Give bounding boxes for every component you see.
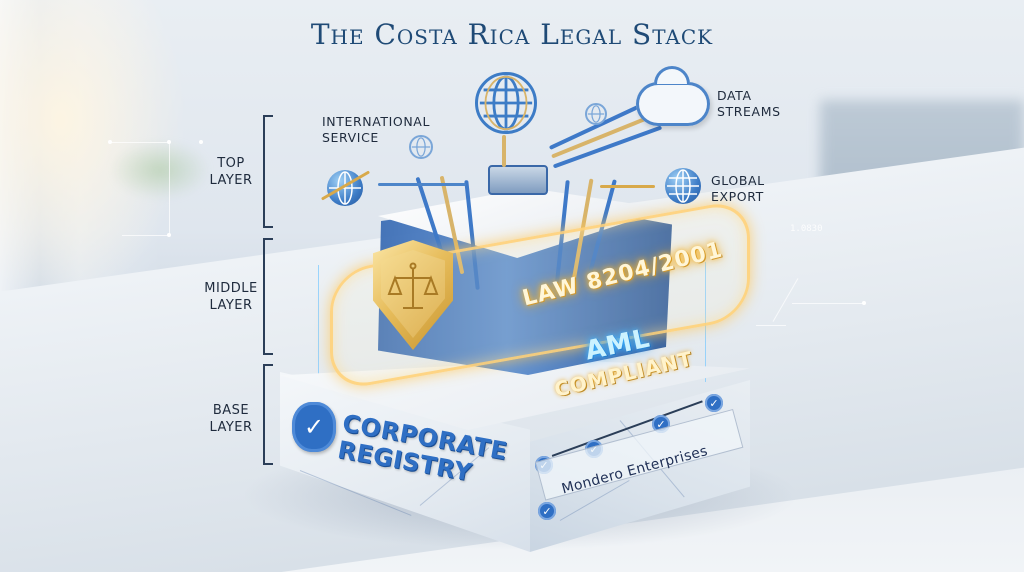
bracket-middle-layer [263, 238, 273, 355]
layer-label-line: LAYER [209, 298, 253, 313]
cloud-icon [636, 82, 710, 126]
bracket-top-layer [263, 115, 273, 228]
hud-line [705, 262, 706, 382]
hud-dot [167, 233, 171, 237]
callout-line: SERVICE [322, 130, 379, 145]
hud-dot [167, 140, 171, 144]
hud-line [756, 325, 786, 326]
hud-line [169, 142, 170, 235]
hud-dot [199, 140, 203, 144]
verified-badge-icon: ✓ [292, 402, 336, 452]
callout-international-service: INTERNATIONAL SERVICE [322, 114, 430, 146]
layer-label-line: MIDDLE [204, 281, 258, 296]
layer-label-line: LAYER [209, 420, 253, 435]
globe-small-icon [585, 103, 607, 125]
check-circle-icon: ✓ [538, 502, 556, 520]
callout-line: EXPORT [711, 189, 764, 204]
callout-line: STREAMS [717, 104, 781, 119]
background-plant [110, 140, 210, 200]
callout-line: DATA [717, 88, 752, 103]
layer-label-line: BASE [212, 403, 250, 418]
layer-label-line: TOP [217, 156, 245, 171]
bracket-base-layer [263, 364, 273, 465]
callout-global-export: GLOBAL EXPORT [711, 173, 765, 205]
globe-stem [502, 135, 506, 167]
page-title: The Costa Rica Legal Stack [310, 18, 714, 51]
globe-icon [665, 168, 701, 204]
callout-line: INTERNATIONAL [322, 114, 431, 129]
hud-readout: 1.0830 [790, 224, 823, 234]
layer-label-middle: MIDDLE LAYER [186, 280, 276, 314]
layer-label-top: TOP LAYER [186, 155, 276, 189]
hud-line [110, 142, 170, 143]
hud-dot [862, 301, 866, 305]
layer-label-line: LAYER [209, 173, 253, 188]
hud-line [318, 265, 319, 375]
central-globe-icon [475, 72, 537, 134]
arrow-left [378, 183, 466, 186]
hud-line [792, 303, 864, 304]
callout-data-streams: DATA STREAMS [717, 88, 781, 120]
check-glyph: ✓ [303, 413, 325, 441]
hud-line [122, 235, 170, 236]
check-circle-icon: ✓ [705, 394, 723, 412]
globe-small-icon [409, 135, 433, 159]
arrow-right [600, 185, 655, 188]
callout-line: GLOBAL [711, 173, 765, 188]
hud-dot [108, 140, 112, 144]
processor-chip [488, 165, 548, 195]
layer-label-base: BASE LAYER [186, 402, 276, 436]
